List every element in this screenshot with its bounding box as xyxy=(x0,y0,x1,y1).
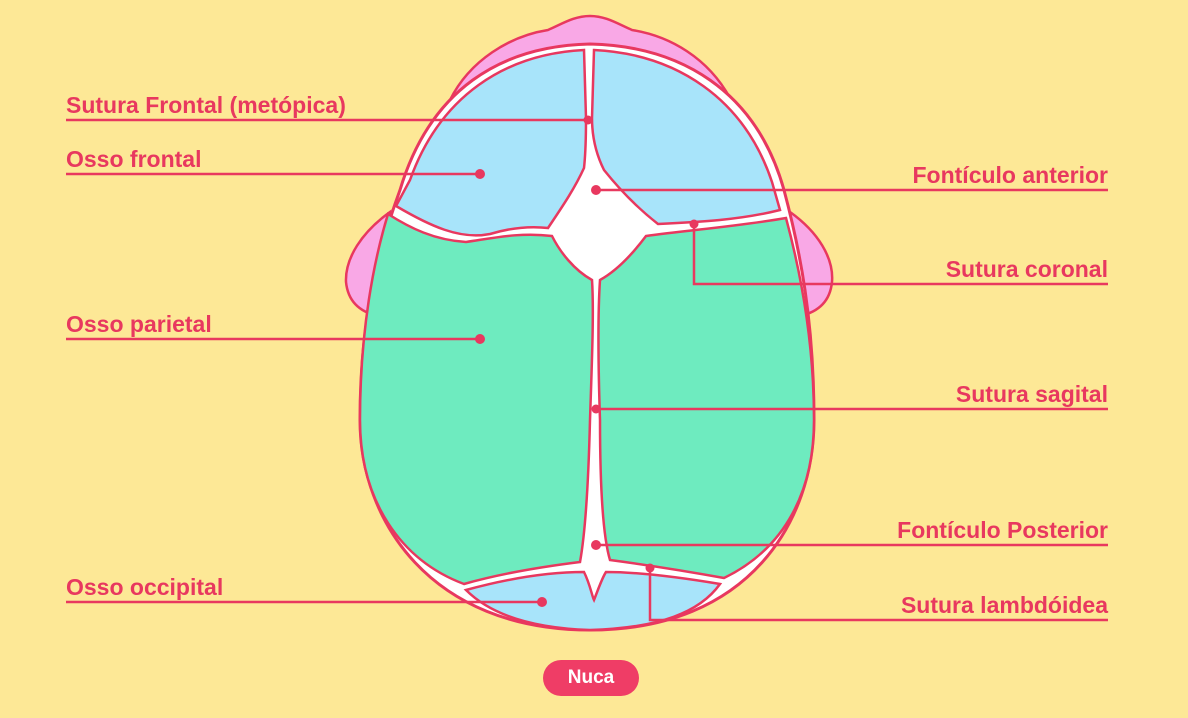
parietal-bone-right xyxy=(597,216,816,580)
occipital-bone xyxy=(463,570,723,632)
dot-sutura-sagital xyxy=(591,404,601,414)
dot-sutura-coronal xyxy=(689,219,699,229)
frontal-bone-right xyxy=(590,48,782,226)
pointer-sutura-coronal xyxy=(692,224,1108,286)
dot-fonticulo-posterior xyxy=(591,540,601,550)
pointer-dots xyxy=(475,115,699,607)
label-osso-parietal: Osso parietal xyxy=(66,311,212,337)
label-fonticulo-posterior: Fontículo Posterior xyxy=(897,517,1108,543)
label-sutura-coronal: Sutura coronal xyxy=(945,256,1108,282)
label-osso-frontal: Osso frontal xyxy=(66,146,202,172)
pointer-sutura-lambdoidea xyxy=(648,568,1108,622)
label-osso-occipital: Osso occipital xyxy=(66,574,224,600)
label-sutura-sagital: Sutura sagital xyxy=(955,381,1108,407)
dot-fonticulo-anterior xyxy=(591,185,601,195)
nuca-badge: Nuca xyxy=(543,660,639,696)
label-sutura-lambdoidea: Sutura lambdóidea xyxy=(900,592,1108,618)
pointer-lines xyxy=(66,118,1108,622)
dot-sutura-frontal xyxy=(583,115,593,125)
frontal-bone-left xyxy=(394,48,588,237)
dot-osso-parietal xyxy=(475,334,485,344)
dot-sutura-lambdoidea xyxy=(645,563,655,573)
dot-osso-occipital xyxy=(537,597,547,607)
parietal-bone-left xyxy=(358,212,595,586)
label-sutura-frontal: Sutura Frontal (metópica) xyxy=(66,92,346,118)
dot-osso-frontal xyxy=(475,169,485,179)
label-fonticulo-anterior: Fontículo anterior xyxy=(912,162,1109,188)
